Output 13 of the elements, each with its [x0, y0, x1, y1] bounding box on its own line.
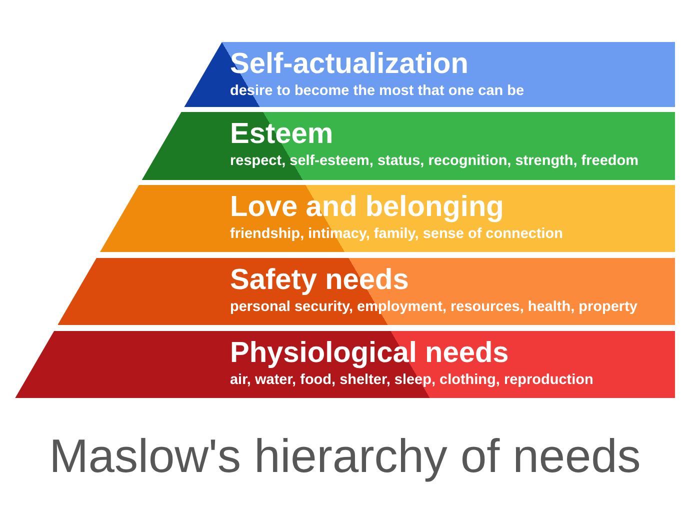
level-heading: Physiological needs [230, 337, 509, 369]
level-heading: Love and belonging [230, 191, 504, 223]
level-description: personal security, employment, resources, health, property [230, 298, 638, 316]
title: Maslow's hierarchy of needs [48, 428, 642, 484]
pyramid-level [142, 112, 675, 180]
pyramid-level [15, 331, 675, 398]
level-description: friendship, intimacy, family, sense of connection [230, 225, 564, 243]
level-description: respect, self-esteem, status, recognition, strength, freedom [230, 152, 639, 170]
level-heading: Safety needs [230, 264, 409, 296]
level-heading: Esteem [230, 118, 334, 150]
level-description: air, water, food, shelter, sleep, clothing, reproduction [230, 371, 594, 389]
pyramid-level [58, 258, 675, 325]
pyramid-level [100, 185, 675, 252]
